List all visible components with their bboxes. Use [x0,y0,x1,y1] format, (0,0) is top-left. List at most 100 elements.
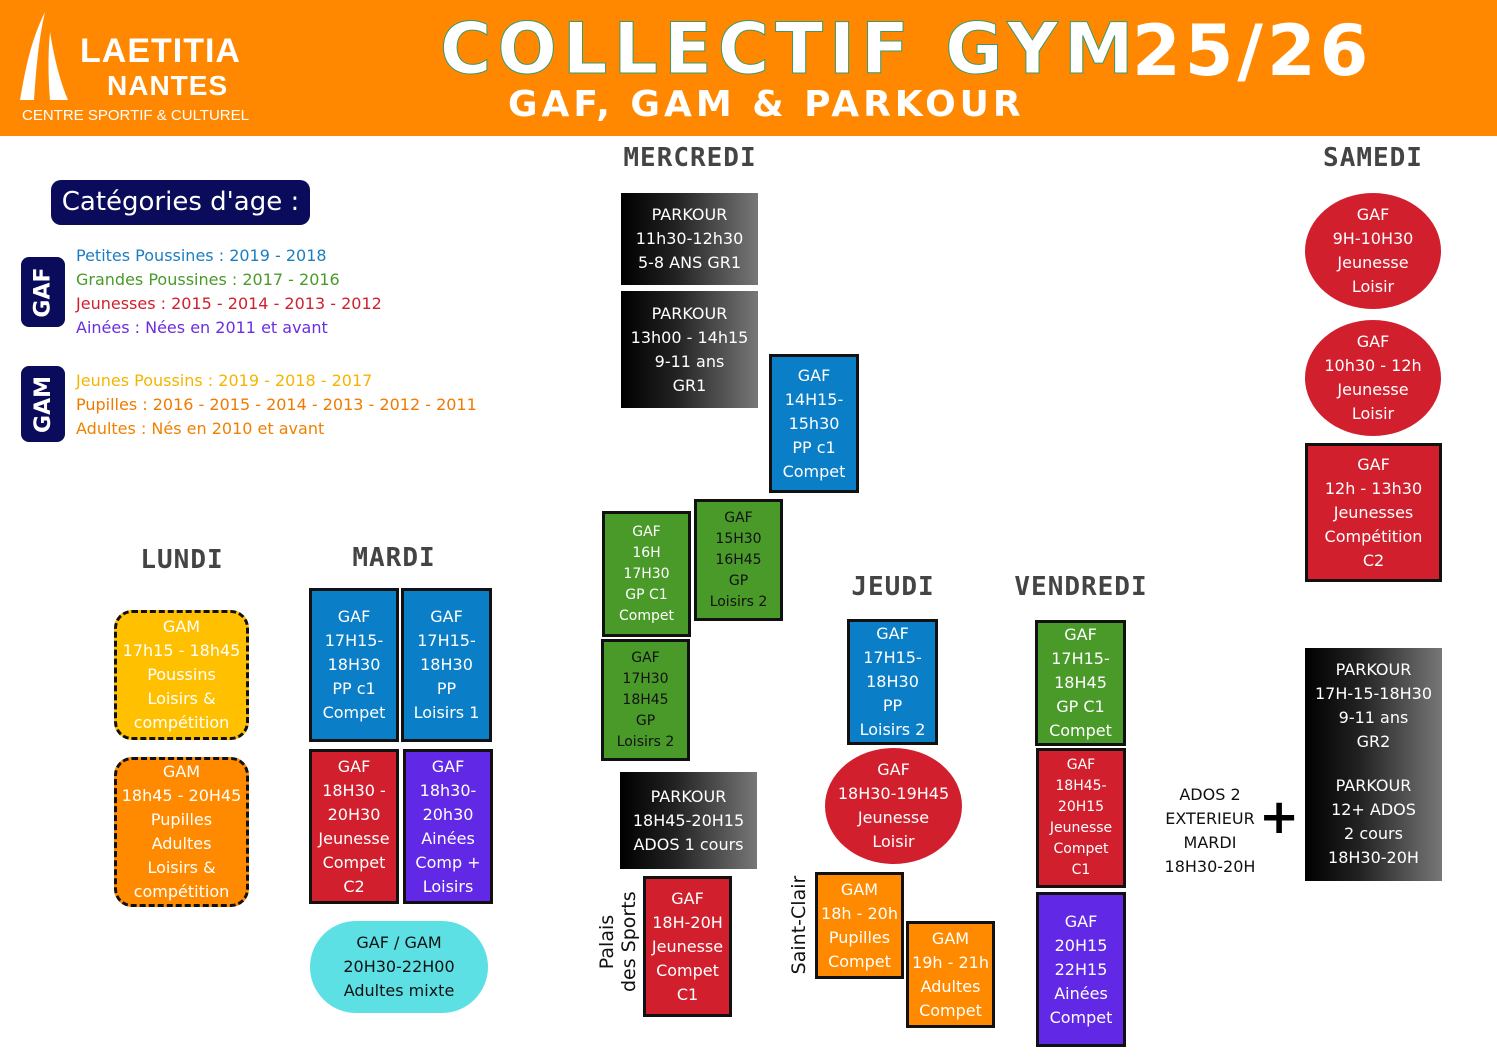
logo-text-laetitia: LAETITIA [80,32,241,70]
gaf-tag: GAF [21,257,65,327]
class-line: Loisir [1351,404,1395,423]
day-header-jeudi: JEUDI [851,572,935,602]
class-line: Loisirs & [147,689,216,708]
class-line: compétition [133,882,230,901]
class-line: GP C1 [1056,697,1105,716]
class-line: 17h15 - 18h45 [122,641,241,660]
class-line: Compet [619,607,674,624]
class-line: PARKOUR [650,786,727,806]
logo-tagline: CENTRE SPORTIF & CULTUREL [22,107,249,124]
class-line: Compet [828,951,891,971]
class-line: 16H [632,544,661,561]
class-line: GR1 [672,375,707,395]
class-line: Jeunesses [1333,502,1414,522]
class-line: GP [728,572,749,589]
class-line: GAM [162,617,201,636]
legend-item-gaf: Grandes Poussines : 2017 - 2016 [76,270,340,289]
class-line: Compet [1049,1007,1113,1027]
class-line: Pupilles [150,810,213,829]
class-line: 18H30 - [322,780,386,800]
class-line: Compet [919,1000,982,1020]
class-line: Jeunesse [1049,820,1113,836]
class-line: Ainées [1054,983,1108,1003]
class-line: Compet [1049,721,1112,740]
class-line: 19h - 21h [912,952,989,972]
day-header-mercredi: MERCREDI [623,143,757,173]
class-line: 15h30 [788,413,840,433]
class-line: 17H15- [863,648,922,667]
class-line: GAF [431,756,465,776]
class-line: PARKOUR [1335,776,1412,795]
class-line: C2 [1362,550,1385,570]
class-line: GAF / GAM [356,933,442,952]
legend-item-gaf: Jeunesses : 2015 - 2014 - 2013 - 2012 [76,294,382,313]
class-line: Pupilles [828,927,891,947]
plus-icon: + [1259,789,1300,845]
class-line: Loisirs 2 [859,720,926,739]
season-label: 25/26 [1132,10,1373,92]
class-line: 5-8 ANS GR1 [637,253,742,272]
age-categories-title: Catégories d'age : [51,180,310,225]
class-line: 20H30-22H00 [343,957,455,976]
class-line: Ainées [421,828,475,848]
class-line: 18H30 [327,655,381,674]
class-line: GAF [1356,205,1390,224]
class-line: GAF [632,523,661,540]
class-line: Compet [322,703,386,722]
class-line: PARKOUR [1335,659,1412,679]
class-line: GAF [1066,757,1096,773]
class-line: ADOS 1 cours [633,834,744,854]
class-line: 22H15 [1054,959,1108,979]
class-line: 18H30 [420,655,473,674]
class-line: Adultes [151,834,212,853]
class-line: Adultes mixte [343,981,455,1000]
class-line: GAF [430,607,463,626]
class-line: Jeunesse [318,828,390,848]
legend-item-gaf: Petites Poussines : 2019 - 2018 [76,246,327,265]
class-line: Loisirs 1 [413,703,480,722]
class-line: Compet [782,461,846,481]
class-line: 10h30 - 12h [1324,356,1422,375]
class-line: GAF [671,888,704,908]
class-line: 18H45-20H15 [632,810,745,830]
class-line: Compet [1053,841,1109,857]
class-line: GAM [162,762,201,781]
class-line: 15H30 [715,530,762,547]
legend-item-gam: Adultes : Nés en 2010 et avant [76,419,325,438]
class-line: 2 cours [1344,824,1403,843]
class-line: 18H30 [866,672,919,691]
gam-tag: GAM [21,366,65,442]
class-line: Jeunesse [1337,380,1409,399]
class-line: Compet [656,960,719,980]
class-line: Jeunesse [1337,253,1409,272]
class-line: Loisir [1351,277,1395,296]
class-line: GAF [1356,332,1390,351]
class-line: 20h30 [422,804,474,824]
class-line: GAM [931,928,970,948]
class-line: C1 [1071,862,1091,878]
day-header-mardi: MARDI [352,543,436,573]
class-line: 18h - 20h [821,903,898,923]
class-line: Adultes [920,976,981,996]
class-line: 20H15 [1054,935,1108,955]
class-line: GR2 [1356,731,1391,751]
legend-item-gam: Jeunes Poussins : 2019 - 2018 - 2017 [76,371,373,390]
class-line: 17H15- [417,631,476,650]
class-line: PP c1 [792,437,836,457]
